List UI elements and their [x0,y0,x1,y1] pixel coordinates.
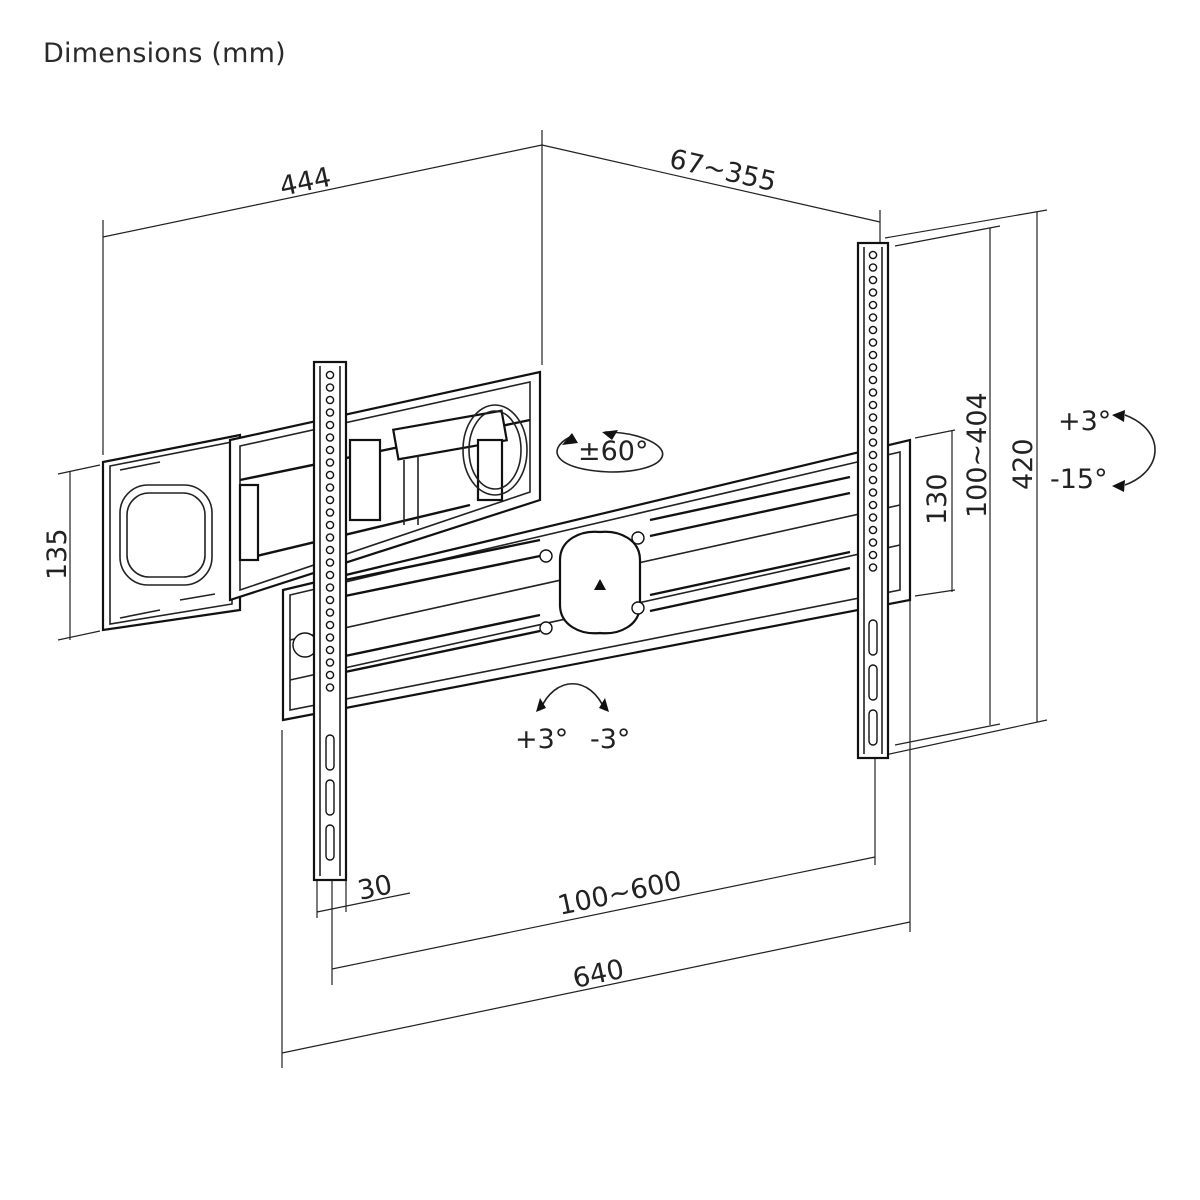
mounting-hole [868,325,878,335]
ext-line-100-404-bottom [894,723,1001,746]
mounting-hole [868,425,878,435]
mounting-slot [325,824,335,861]
mounting-hole [868,538,878,547]
mounting-hole [868,388,878,397]
mounting-hole [325,620,335,630]
mounting-hole [868,513,878,522]
ext-line-130-bottom [914,589,956,597]
mounting-hole [325,470,335,480]
mounting-hole [325,633,335,642]
ext-line-420-top [884,209,1048,239]
mounting-hole [868,263,878,272]
mounting-hole [325,608,335,617]
mounting-hole [325,395,335,405]
mounting-hole [325,570,335,580]
mounting-hole [325,458,335,467]
mounting-slot [868,664,878,701]
mounting-hole [325,370,335,380]
tilt-down-label: -15° [1050,464,1108,495]
tilt-arrow [1112,410,1156,492]
dim-label-135: 135 [42,528,73,580]
swivel-arrow [556,430,664,473]
mounting-hole [325,495,335,505]
ext-line-135-top [57,464,101,475]
dim-line-67-355 [541,144,881,223]
articulating-arm [228,370,542,602]
mounting-hole [325,545,335,555]
dimension-lines [57,130,1048,1068]
ext-line-130-top [914,429,956,439]
right-vertical-bracket [856,241,890,760]
mounting-hole [868,488,878,497]
mounting-hole [868,375,878,385]
dim-label-100-404: 100~404 [962,392,993,518]
page-title: Dimensions (mm) [43,38,286,69]
mounting-hole [868,400,878,410]
mounting-hole [868,413,878,422]
mounting-hole [325,670,335,680]
mounting-hole [325,533,335,542]
ext-line-100-404-top [894,225,1001,247]
mounting-hole [868,563,878,572]
tv-rail [281,438,912,722]
mounting-hole [325,645,335,655]
dim-label-444: 444 [277,162,334,203]
left-vertical-bracket [312,360,348,882]
mounting-hole [868,338,878,347]
wall-plate [101,433,242,632]
dim-label-100-600: 100~600 [555,865,684,921]
mounting-hole [868,350,878,360]
mounting-slot [868,619,878,656]
mounting-hole [868,300,878,310]
dim-label-420: 420 [1008,438,1039,490]
mounting-hole [868,363,878,372]
mounting-hole [868,313,878,322]
mounting-hole [868,500,878,510]
dim-label-640: 640 [570,954,627,995]
mounting-slot [325,734,335,771]
swivel-label: ±60° [578,436,648,467]
mounting-hole [325,583,335,592]
tilt-up-label: +3° [1058,406,1111,437]
mounting-hole [868,288,878,297]
mounting-hole [325,658,335,667]
mounting-hole [868,475,878,485]
mounting-hole [868,250,878,260]
mounting-hole [868,438,878,447]
dim-line-640 [281,921,911,1054]
mounting-hole [325,595,335,605]
mounting-hole [325,508,335,517]
mounting-hole [868,463,878,472]
mounting-slot [868,709,878,746]
dim-label-130: 130 [922,473,953,525]
level-minus-label: -3° [590,724,630,755]
ext-line-420-bottom [884,719,1048,756]
dim-label-30: 30 [355,869,395,906]
mounting-hole [868,550,878,560]
mounting-hole [325,445,335,455]
dim-line-444 [102,144,543,238]
mounting-slot [325,779,335,816]
mounting-hole [868,450,878,460]
mounting-hole [325,408,335,417]
level-adjust-arrow [536,683,609,712]
mounting-hole [325,433,335,442]
mounting-hole [868,275,878,285]
mounting-hole [325,420,335,430]
mounting-hole [325,383,335,392]
level-plus-label: +3° [515,724,568,755]
mounting-hole [325,520,335,530]
mounting-hole [325,683,335,692]
mounting-hole [868,525,878,535]
mounting-hole [325,558,335,567]
dim-line-100-600 [331,856,876,970]
dim-label-67-355: 67~355 [666,144,779,199]
mounting-hole [325,483,335,492]
ext-line-135-bottom [57,630,101,641]
